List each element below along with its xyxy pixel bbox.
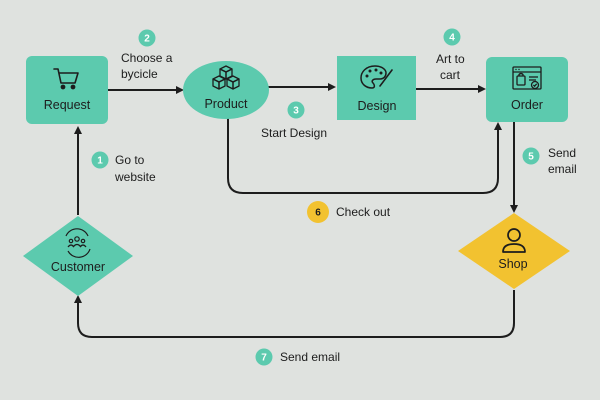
design-label: Design [358,99,397,113]
person-icon [502,228,526,253]
node-request: Request [26,56,108,124]
step-4: 4 Art to cart [436,28,465,82]
order-label: Order [511,98,543,112]
step-1-text-line-2: website [114,170,156,184]
step-3-badge [287,101,305,119]
step-4-text-line-1: Art to [436,52,465,66]
step-2-badge [138,29,156,47]
step-3-number: 3 [293,106,299,117]
step-1: 1 Go to website [91,151,156,184]
step-5: 5 Send email [522,146,577,176]
step-4-badge [443,28,461,46]
boxes-icon [212,65,240,90]
step-7-text-line-1: Send email [280,350,340,364]
step-2-number: 2 [144,34,150,45]
step-6: 6 Check out [307,201,391,223]
step-2-text-line-2: bycicle [121,67,158,81]
step-5-text-line-2: email [548,162,577,176]
people-cycle-icon [65,228,91,258]
step-2-text-line-1: Choose a [121,51,173,65]
step-1-badge [91,151,109,169]
step-3-text-line-1: Start Design [261,126,327,140]
product-label: Product [204,97,248,111]
web-order-icon [512,66,542,90]
step-5-text-line-1: Send [548,146,576,160]
step-2: 2 Choose a bycicle [121,29,173,81]
step-4-text-line-2: cart [440,68,461,82]
step-3: 3 Start Design [261,101,327,140]
step-1-text-line-1: Go to [115,153,145,167]
step-7-badge [255,348,273,366]
step-6-number: 6 [315,208,321,219]
node-design: Design [337,56,416,120]
arrow-checkout-loop [227,118,502,194]
step-1-number: 1 [97,156,103,167]
node-shop: Shop [458,213,570,289]
step-5-badge [522,147,540,165]
node-product: Product [183,61,269,119]
step-6-text-line-1: Check out [336,205,391,219]
node-customer: Customer [23,216,133,296]
step-5-number: 5 [528,152,534,163]
arrow-shop-to-customer [74,290,515,338]
palette-icon [360,65,393,89]
shopping-cart-icon [53,68,79,90]
request-label: Request [44,98,91,112]
step-6-badge [307,201,329,223]
node-order: Order [486,57,568,122]
step-7-number: 7 [261,353,267,364]
step-7: 7 Send email [255,348,340,366]
shop-label: Shop [498,257,527,271]
customer-label: Customer [51,260,105,274]
step-4-number: 4 [449,33,455,44]
